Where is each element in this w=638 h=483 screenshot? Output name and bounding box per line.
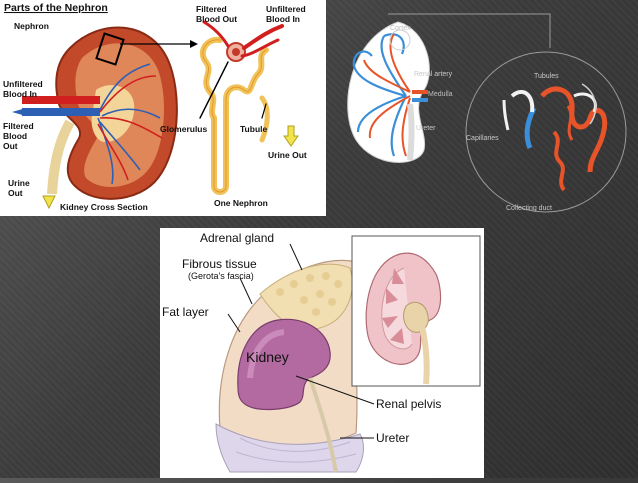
label-one-nephron: One Nephron — [214, 198, 268, 208]
label-kidney-cross-section: Kidney Cross Section — [60, 202, 148, 212]
circulation-diagram: Cortex Medulla Renal artery Ureter Tubul… — [347, 13, 627, 213]
label-ureter: Ureter — [376, 431, 409, 445]
nephron-title: Parts of the Nephron — [4, 2, 108, 14]
label-collecting-duct: Collecting duct — [506, 205, 552, 212]
label-fibrous-tissue: Fibrous tissue — [182, 257, 257, 271]
kidney-anatomy-figure: Adrenal gland Fibrous tissue (Gerota's f… — [160, 228, 484, 478]
label-medulla: Medulla — [428, 91, 453, 98]
label-capillaries: Capillaries — [466, 135, 499, 142]
kidney-circulation-figure: Cortex Medulla Renal artery Ureter Tubul… — [328, 0, 638, 240]
renal-vein — [22, 108, 100, 116]
label-renal-artery: Renal artery — [414, 71, 453, 78]
label-glomerulus: Glomerulus — [160, 124, 208, 134]
ureter — [47, 119, 75, 195]
label-renal-pelvis: Renal pelvis — [376, 397, 441, 411]
nephron-box — [95, 32, 125, 66]
label-kidney: Kidney — [246, 349, 289, 365]
kidney-anatomy-diagram: Adrenal gland Fibrous tissue (Gerota's f… — [162, 231, 481, 473]
label-ureter-circ: Ureter — [416, 125, 436, 132]
magnified-circle — [465, 51, 627, 213]
label-cortex: Cortex — [390, 25, 411, 32]
label-nephron: Nephron — [14, 21, 49, 31]
label-tubule: Tubule — [240, 124, 267, 134]
kidney-cross-section — [12, 26, 198, 210]
label-gerotas-fascia: (Gerota's fascia) — [188, 271, 254, 281]
label-urine-out: Urine Out — [268, 150, 307, 160]
tubule-detail — [502, 83, 608, 192]
label-fat-layer: Fat layer — [162, 305, 209, 319]
urine-out-arrow — [283, 125, 299, 147]
label-adrenal-gland: Adrenal gland — [200, 231, 274, 245]
label-tubules: Tubules — [534, 73, 559, 80]
single-nephron — [199, 20, 299, 195]
